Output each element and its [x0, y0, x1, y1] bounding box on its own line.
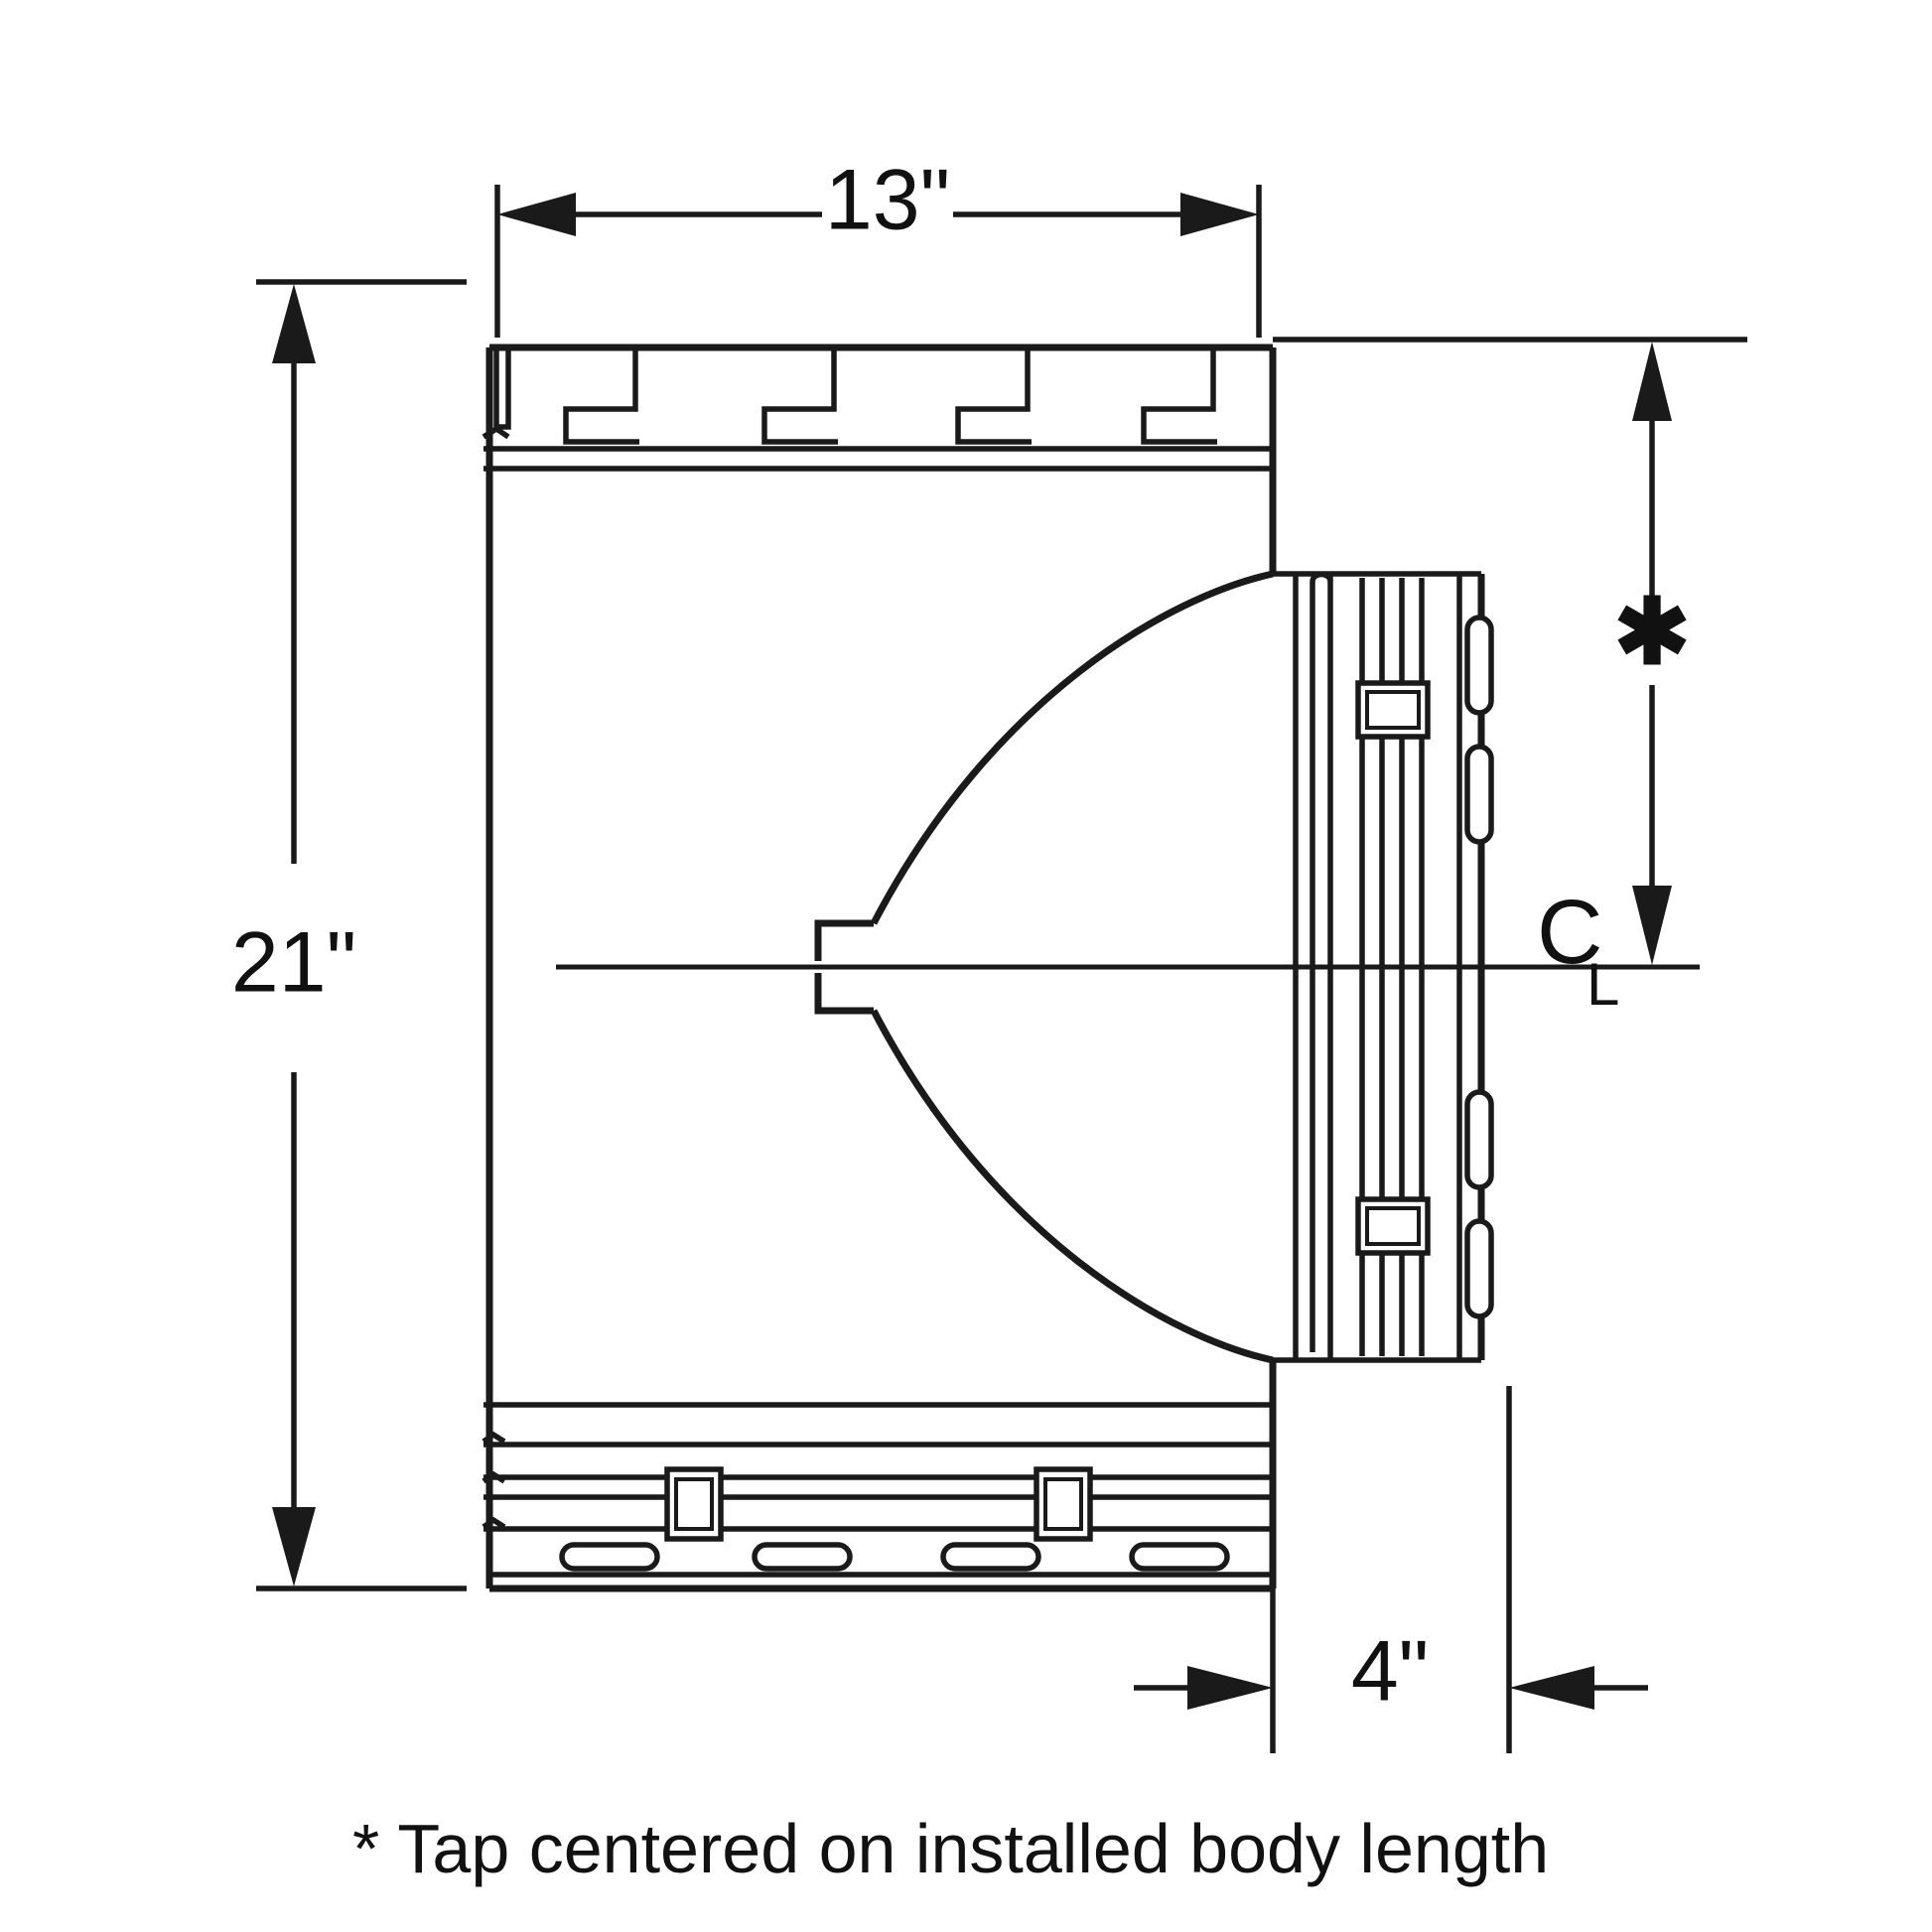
asterisk-marker: ✱: [1613, 582, 1690, 683]
oval-slot: [1464, 744, 1494, 845]
tap-transition-cone: [814, 570, 1274, 1364]
tap-throat-lower-step: [814, 973, 874, 1015]
tap-flange-rib-cap: [1310, 571, 1333, 583]
arrowhead-bottom: [272, 1507, 316, 1587]
dimension-label-width: 13": [825, 153, 950, 248]
drive-tab: [955, 349, 1032, 445]
arrowhead-right: [1180, 193, 1259, 236]
centerline-symbol-l: L: [1587, 951, 1619, 1018]
tap-cone-lower-profile: [870, 1009, 1274, 1364]
dimension-4in: 4": [1134, 1386, 1648, 1753]
cleat-left-notch: [482, 425, 510, 440]
drive-tab: [563, 349, 639, 445]
cleat-left-hook: [493, 349, 511, 430]
drive-tab: [761, 349, 838, 445]
duct-body: [482, 344, 1277, 1592]
tap-flange-slots: [1464, 615, 1494, 1319]
top-drive-tabs: [563, 349, 1217, 445]
oval-slot: [940, 1542, 1041, 1572]
footnote-text: * Tap centered on installed body length: [352, 1810, 1549, 1887]
tap-cone-upper-profile: [870, 570, 1274, 925]
flange-clip-inner: [1043, 1477, 1083, 1531]
bottom-flange-slots: [559, 1542, 1230, 1572]
oval-slot: [1464, 615, 1494, 716]
arrowhead-left: [1187, 1666, 1273, 1710]
oval-slot: [559, 1542, 660, 1572]
arrowhead-top: [1632, 342, 1672, 421]
flange-edge-notch: [482, 1431, 506, 1445]
flange-edge-notch: [482, 1516, 506, 1530]
oval-slot: [752, 1542, 853, 1572]
dimension-label-height: 21": [231, 915, 356, 1011]
arrowhead-left: [497, 193, 576, 236]
centerline-symbol: C L: [1537, 882, 1619, 1018]
dimension-13in: 13": [494, 153, 1262, 338]
arrowhead-right: [1509, 1666, 1594, 1710]
oval-slot: [1129, 1542, 1230, 1572]
oval-slot: [1464, 1089, 1494, 1190]
arrowhead-bottom: [1632, 886, 1672, 965]
oval-slot: [1464, 1218, 1494, 1319]
flange-clip-inner: [674, 1477, 714, 1531]
flange-clip-inner: [1365, 690, 1421, 730]
tap-flange-clips: [1355, 680, 1431, 1256]
flange-edge-notch: [482, 1470, 506, 1484]
bottom-flange-clips: [664, 1466, 1093, 1542]
bottom-flange: [482, 1402, 1273, 1578]
dimension-tap-center: ✱: [1273, 337, 1747, 965]
tap-throat-upper-step: [814, 919, 874, 961]
arrowhead-top: [272, 284, 316, 363]
drive-tab: [1141, 349, 1217, 445]
centerline-symbol-c: C: [1537, 882, 1602, 983]
dimension-21in: 21": [231, 279, 467, 1591]
dimension-label-tap-offset: 4": [1351, 1624, 1429, 1720]
flange-clip-inner: [1365, 1206, 1421, 1246]
